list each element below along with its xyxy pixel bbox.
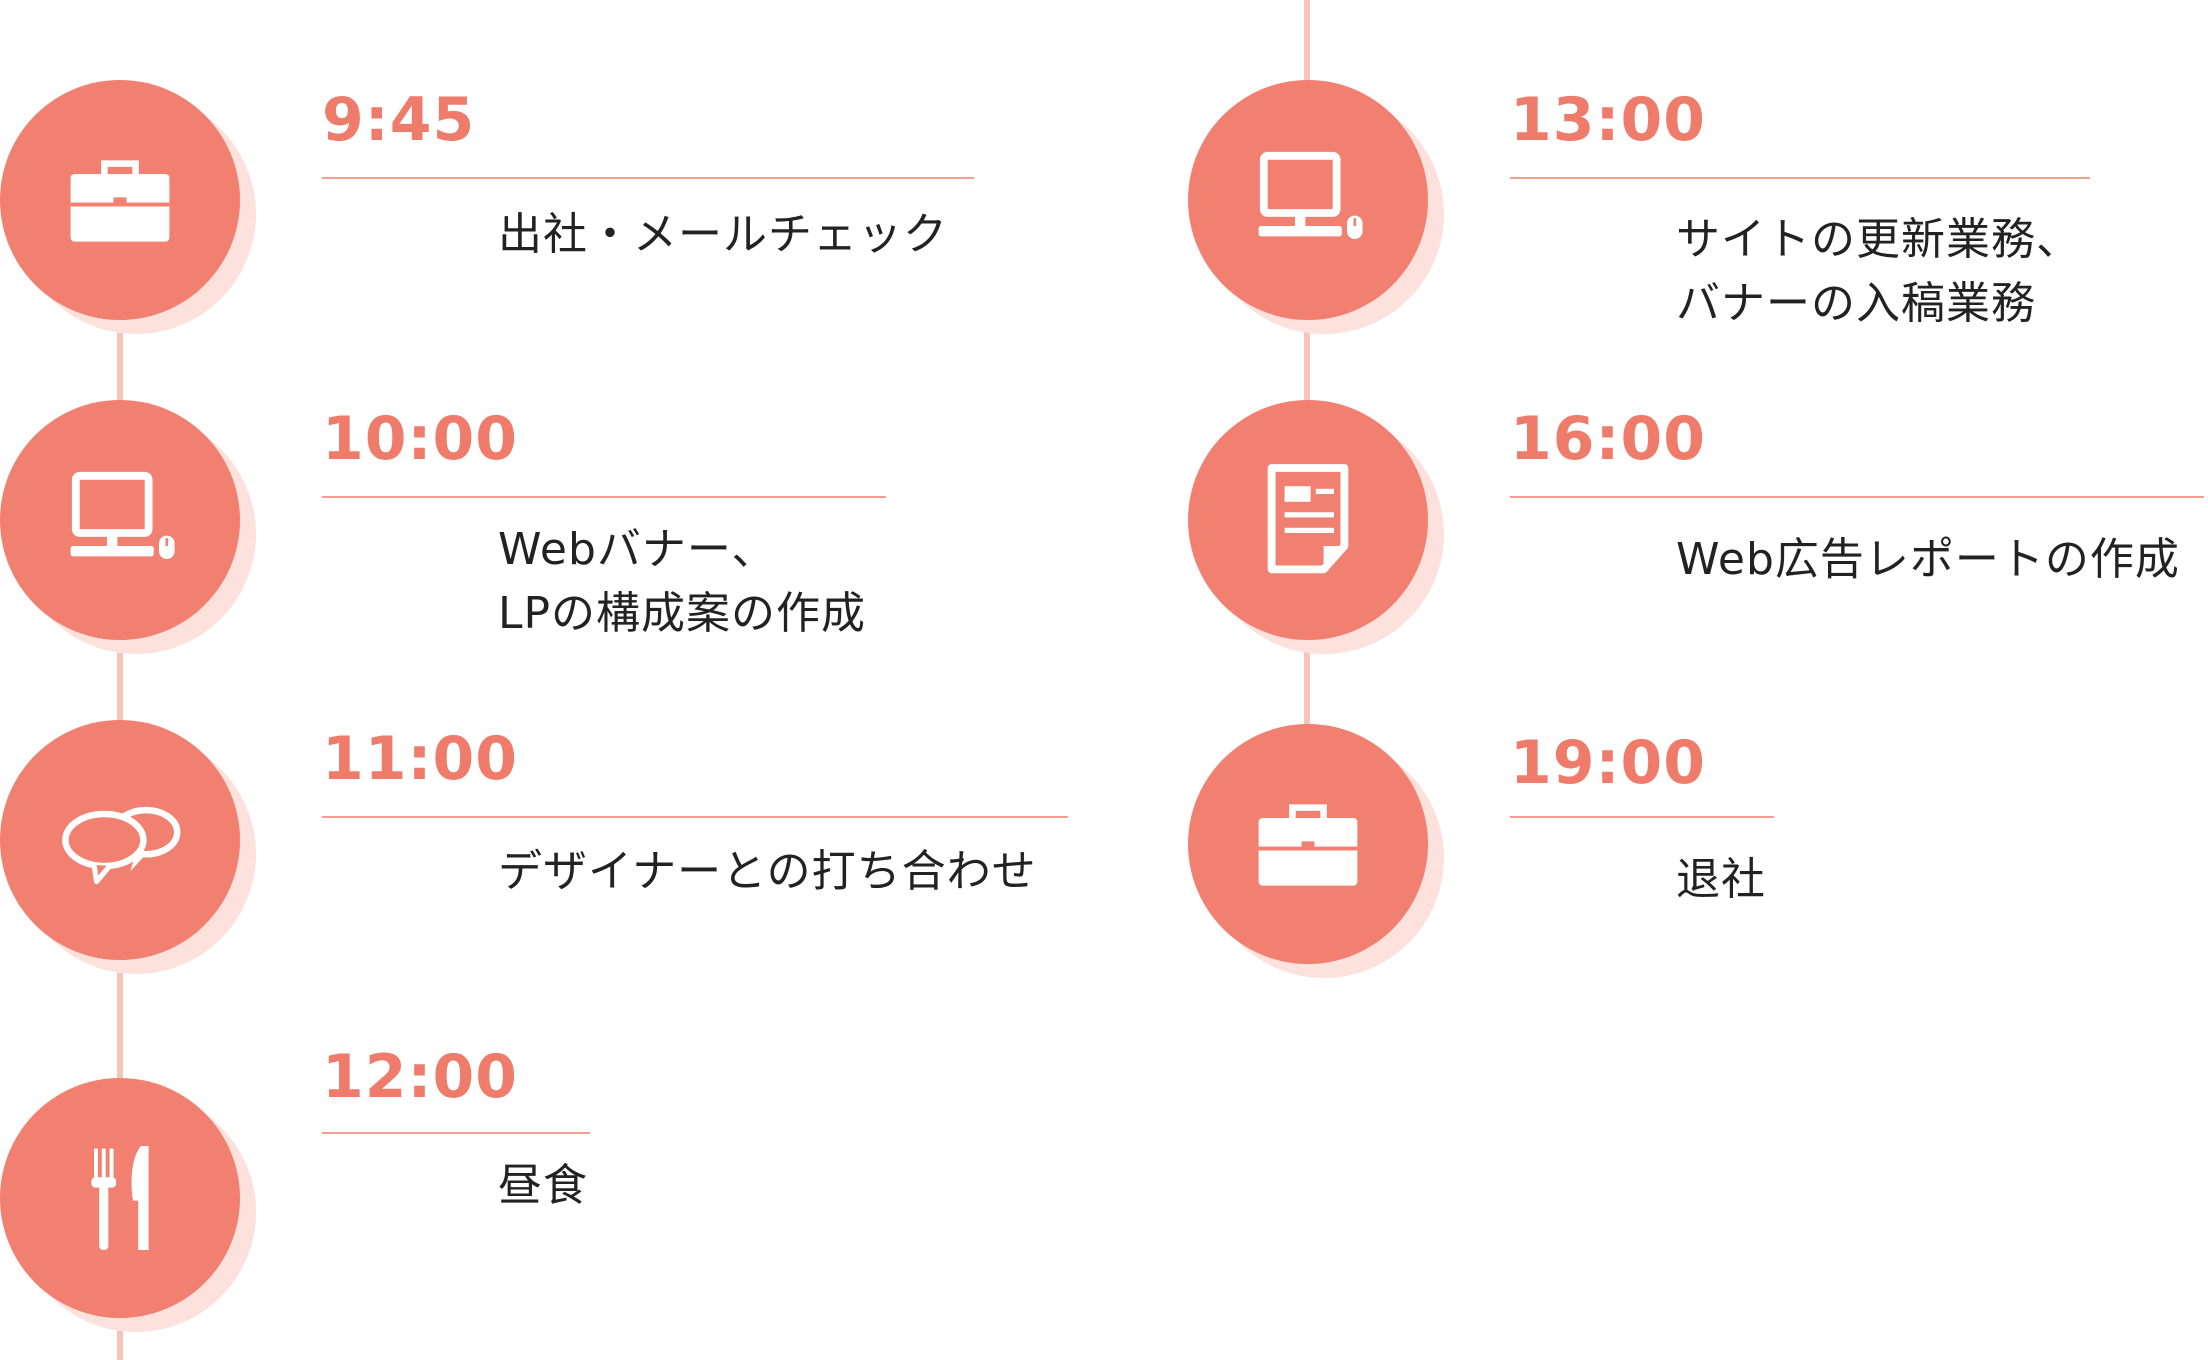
icon-circle	[0, 720, 240, 960]
icon-circle	[0, 80, 240, 320]
document-icon	[1267, 464, 1349, 574]
time-label: 12:00	[322, 1042, 518, 1112]
icon-circle	[0, 400, 240, 640]
icon-circle	[1188, 80, 1428, 320]
divider	[322, 816, 1068, 818]
fork-knife-icon	[91, 1146, 149, 1250]
divider	[1510, 816, 1774, 818]
briefcase-icon	[1258, 804, 1358, 886]
speech-bubbles-icon	[62, 806, 181, 885]
divider	[322, 1132, 590, 1134]
schedule-description: Webバナー、 LPの構成案の作成	[498, 524, 867, 639]
schedule-description: Web広告レポートの作成	[1676, 534, 2180, 585]
computer-icon	[1258, 151, 1363, 239]
computer-icon	[70, 471, 175, 559]
icon-circle	[1188, 400, 1428, 640]
time-label: 19:00	[1510, 728, 1706, 798]
divider	[322, 496, 886, 498]
divider	[322, 177, 974, 179]
icon-circle	[0, 1078, 240, 1318]
time-label: 10:00	[322, 404, 518, 474]
divider	[1510, 177, 2090, 179]
schedule-description: 出社・メールチェック	[498, 209, 948, 260]
divider	[1510, 496, 2204, 498]
icon-circle	[1188, 724, 1428, 964]
time-label: 11:00	[322, 724, 518, 794]
briefcase-icon	[70, 160, 170, 242]
schedule-description: 退社	[1676, 854, 1766, 905]
time-label: 9:45	[322, 85, 476, 155]
time-label: 16:00	[1510, 404, 1706, 474]
time-label: 13:00	[1510, 85, 1706, 155]
schedule-description: デザイナーとの打ち合わせ	[498, 846, 1037, 897]
schedule-description: サイトの更新業務、 バナーの入稿業務	[1676, 214, 2081, 329]
schedule-description: 昼食	[498, 1160, 588, 1211]
